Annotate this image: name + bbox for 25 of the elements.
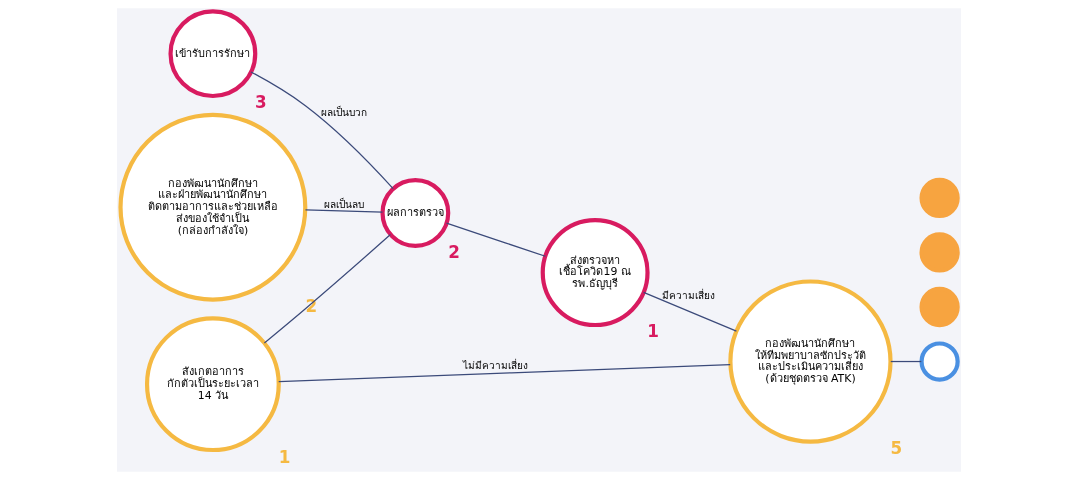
node-circle (918, 232, 960, 273)
connector (277, 363, 731, 383)
node-circle: กองพัฒนานักศึกษา ให้ทีมพยาบาลซักประวัติ และประเมินความเสี่ยง (ด้วยชุดตรวจ ATK) (727, 279, 893, 444)
node-label: 5 (890, 438, 902, 459)
node-label: 3 (254, 92, 267, 113)
connector (249, 71, 394, 190)
node-circle (918, 341, 960, 382)
edge-label: มีความเสี่ยง (661, 290, 715, 302)
connector (889, 360, 922, 363)
edge-label: ผลเป็นบวก (320, 107, 367, 119)
node-label: 2 (447, 242, 460, 263)
edge-label: ผลเป็นลบ (323, 198, 364, 210)
node-circle (918, 286, 960, 328)
connector (263, 233, 391, 344)
node-circle: ผลการตรวจ (379, 178, 450, 248)
node-circle: สังเกตอาการ กักตัวเป็นระยะเวลา 14 วัน (144, 316, 281, 453)
edge-label: ไม่มีความเสี่ยง (462, 359, 528, 371)
node-circle: กองพัฒนานักศึกษา และฝ่ายพัฒนานักศึกษา ติดตามอาการและช่วยเหลือ ส่งของใช้จำเป็น (กล่องกำลังใจ) (117, 112, 307, 302)
node-circle (918, 177, 960, 219)
node-circle: เข้ารับการรักษา (167, 9, 257, 99)
node-circle: ส่งตรวจหา เชื้อโควิด19 ณ รพ.ธัญบุรี (540, 218, 650, 328)
node-label: 1 (278, 446, 290, 467)
connector (304, 209, 383, 213)
connector (642, 291, 737, 332)
connector (445, 222, 546, 257)
